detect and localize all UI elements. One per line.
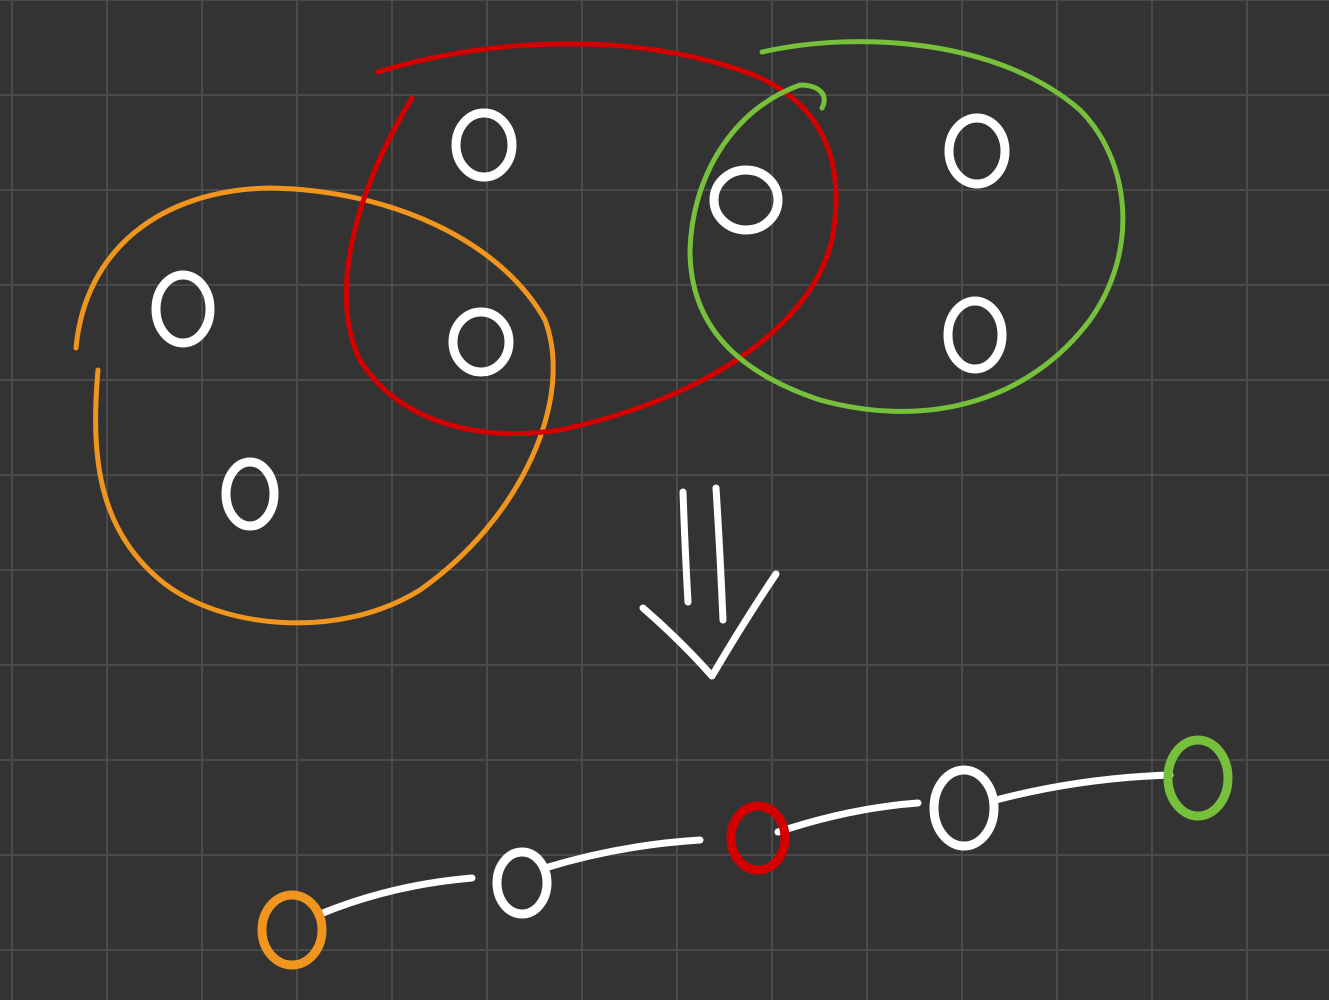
edge-a-b — [205, 317, 438, 350]
group-ring-green — [687, 39, 1126, 414]
graph-node-e — [709, 165, 783, 235]
group-ring-orange — [73, 185, 556, 626]
arrow-shaft-left — [679, 488, 692, 606]
chain-node-white-1 — [492, 847, 552, 919]
chain-edge-4 — [992, 771, 1174, 804]
chain-edge-1 — [314, 874, 476, 919]
chain-edge-3 — [774, 799, 922, 836]
edge-d-e — [515, 148, 712, 200]
graph-node-a — [151, 270, 215, 348]
graph-edges — [198, 148, 990, 483]
graph-node-f — [944, 113, 1010, 189]
chain-edge-2 — [541, 836, 704, 872]
graph-node-c — [221, 457, 279, 531]
edge-e-f — [782, 152, 948, 190]
edge-e-g — [790, 215, 950, 318]
graph-node-d — [451, 108, 517, 182]
chain-node-green — [1163, 735, 1233, 821]
chain-node-orange — [257, 890, 327, 970]
group-rings — [73, 39, 1126, 626]
double-arrow-down-icon — [639, 484, 780, 680]
chain-edges — [314, 771, 1174, 919]
arrow-shaft-right — [712, 484, 727, 624]
edge-b-e — [522, 210, 700, 332]
group-ring-red — [343, 41, 839, 436]
edge-b-d — [482, 180, 484, 315]
graph-node-g — [943, 296, 1007, 374]
graph-nodes — [151, 108, 1010, 531]
edge-a-c — [198, 342, 245, 466]
chain-node-white-2 — [929, 765, 999, 851]
edge-f-g — [988, 180, 990, 300]
graph-node-b — [448, 307, 514, 377]
chain-node-red — [726, 801, 790, 875]
edge-c-b — [270, 352, 438, 483]
chain-nodes — [257, 735, 1233, 970]
arrow-head — [639, 570, 780, 680]
